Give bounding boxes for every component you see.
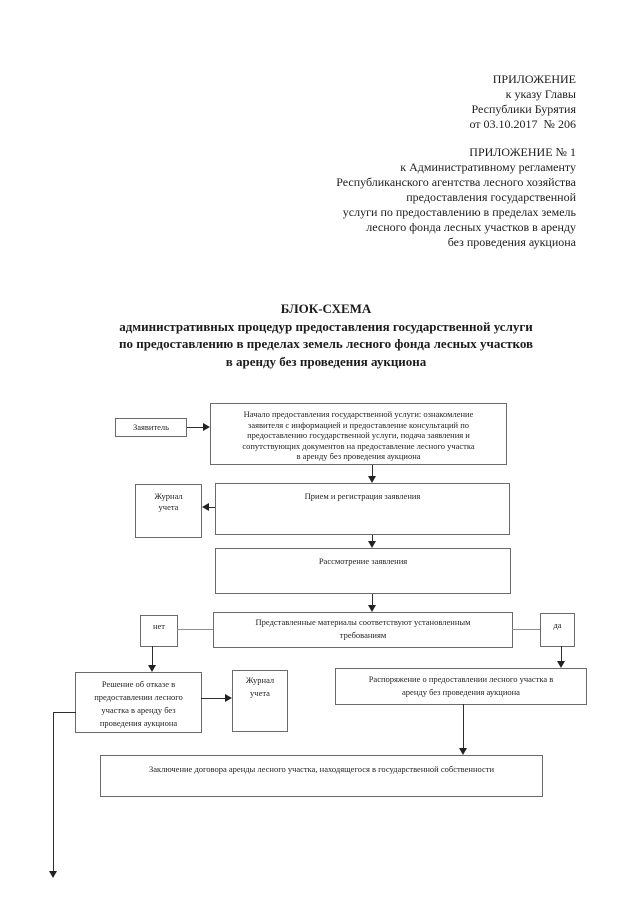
connector-reception-to-review — [372, 535, 373, 542]
flow-label-yes: да — [540, 613, 575, 647]
connector-review-to-decision — [372, 594, 373, 606]
connector-start-to-reception — [372, 465, 373, 477]
connector-order-to-contract — [463, 704, 464, 749]
flow-box-service-start: Начало предоставления государственной ус… — [210, 403, 507, 465]
flow-box-application-reception: Прием и регистрация заявления — [215, 483, 510, 535]
connector-decision-to-yes — [512, 629, 540, 630]
flow-box-grant-order: Распоряжение о предоставлении лесного уч… — [335, 668, 587, 705]
arrowhead-down-icon — [148, 665, 156, 672]
flow-box-register-journal-2: Журнал учета — [232, 670, 288, 732]
connector-yes-to-order — [561, 646, 562, 662]
arrowhead-down-icon — [49, 871, 57, 878]
connector-no-to-decision — [177, 629, 213, 630]
arrowhead-down-icon — [557, 661, 565, 668]
connector-refusal-exit-horizontal — [53, 712, 76, 713]
arrowhead-down-icon — [368, 476, 376, 483]
flow-box-application-review: Рассмотрение заявления — [215, 548, 511, 594]
arrowhead-right-icon — [203, 423, 210, 431]
page-title: БЛОК-СХЕМА административных процедур пре… — [118, 301, 534, 369]
arrowhead-left-icon — [202, 503, 209, 511]
flow-box-refusal-decision: Решение об отказе в предоставлении лесно… — [75, 672, 202, 733]
connector-refusal-exit-vertical — [53, 712, 54, 872]
flow-box-applicant: Заявитель — [115, 418, 187, 437]
flow-box-materials-decision: Представленные материалы соответствуют у… — [213, 612, 513, 648]
arrowhead-down-icon — [368, 605, 376, 612]
arrowhead-right-icon — [225, 694, 232, 702]
arrowhead-down-icon — [368, 541, 376, 548]
connector-no-to-refusal — [152, 646, 153, 666]
flow-label-no: нет — [140, 615, 178, 647]
connector-reception-to-journal — [209, 507, 215, 508]
appendix-ref-regulation: ПРИЛОЖЕНИЕ № 1 к Административному регла… — [336, 145, 576, 249]
connector-refusal-to-journal — [201, 698, 226, 699]
connector-applicant-to-start — [187, 427, 204, 428]
flow-box-lease-contract: Заключение договора аренды лесного участ… — [100, 755, 543, 797]
arrowhead-down-icon — [459, 748, 467, 755]
flow-box-register-journal-1: Журнал учета — [135, 484, 202, 538]
appendix-ref-decree: ПРИЛОЖЕНИЕ к указу Главы Республики Буря… — [469, 72, 576, 131]
